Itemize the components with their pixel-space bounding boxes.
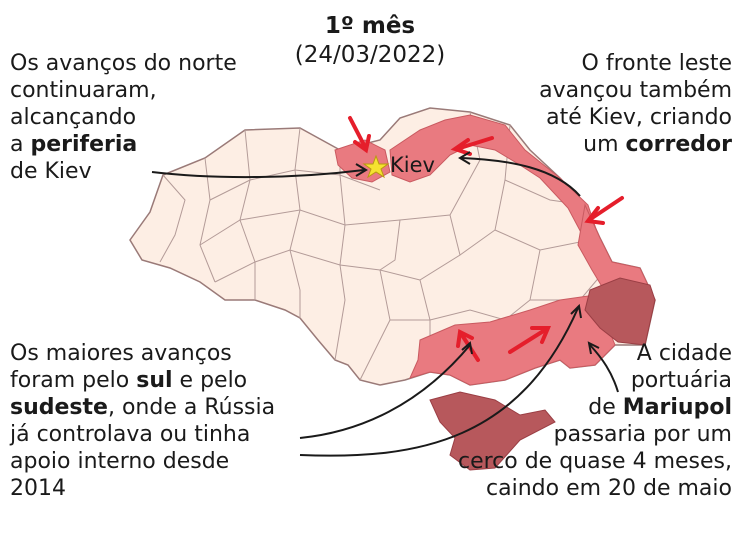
annotation-mariupol-line: cerco de quase 4 meses,: [457, 449, 732, 474]
annotation-mariupol-line: passaria por um: [553, 422, 732, 447]
arrow-east-front: [584, 196, 624, 225]
annotation-mariupol-line: portuária: [630, 368, 732, 393]
annotation-east-line: avançou também: [539, 78, 732, 103]
leader-east: [461, 157, 581, 197]
annotation-south: Os maiores avanços foram pelo sul e pelo…: [10, 340, 275, 502]
annotation-east: O fronte leste avançou também até Kiev, …: [539, 50, 732, 158]
annotation-north-line: alcançando: [10, 105, 137, 130]
leader-north: [151, 169, 365, 179]
arrow-north-kiev: [348, 116, 371, 154]
annotation-south-line: já controlava ou tinha: [10, 422, 251, 447]
annotation-north-line: de Kiev: [10, 159, 92, 184]
annotation-mariupol-line: de Mariupol: [588, 395, 732, 420]
leader-mariupol: [589, 344, 619, 393]
crimea: [429, 391, 556, 471]
annotation-mariupol: A cidade portuária de Mariupol passaria …: [458, 340, 732, 502]
annotation-south-line: apoio interno desde: [10, 449, 230, 474]
leader-south-1: [299, 344, 471, 439]
emphasis-mariupol: Mariupol: [622, 395, 732, 420]
annotation-south-line: 2014: [10, 476, 66, 501]
annotation-east-line: um corredor: [583, 132, 733, 157]
title-line-2: (24/03/2022): [294, 42, 446, 68]
annotation-mariupol-line: A cidade: [636, 341, 732, 366]
annotation-south-line: Os maiores avanços: [10, 341, 232, 366]
leader-mariupol-head: [587, 341, 600, 355]
arrow-south-2: [508, 326, 552, 354]
title-line-1: 1º mês: [324, 13, 416, 39]
annotation-south-line: foram pelo sul e pelo: [10, 368, 248, 393]
emphasis-sudeste: sudeste: [10, 395, 108, 420]
advance-arrows: [348, 116, 624, 362]
leader-lines: [151, 151, 619, 457]
leader-north-head: [355, 163, 368, 177]
star-icon: [362, 154, 390, 179]
annotation-north-line: a periferia: [10, 132, 138, 157]
annotation-north-line: continuaram,: [10, 78, 157, 103]
annotation-south-line: sudeste, onde a Rússia: [10, 395, 276, 420]
arrow-east-kiev: [450, 136, 494, 156]
emphasis-periferia: periferia: [30, 132, 138, 157]
leader-south-2-head: [570, 303, 582, 319]
leader-south-2: [299, 307, 579, 457]
leader-south-1-head: [461, 341, 473, 355]
annotation-north: Os avanços do norte continuaram, alcança…: [10, 50, 237, 185]
emphasis-corredor: corredor: [625, 132, 733, 157]
city-label-kiev: Kiev: [390, 153, 435, 177]
annotation-east-line: O fronte leste: [581, 51, 732, 76]
emphasis-sul: sul: [136, 368, 173, 393]
annotation-mariupol-line: caindo em 20 de maio: [486, 476, 732, 501]
annotation-north-line: Os avanços do norte: [10, 51, 237, 76]
leader-east-head: [458, 151, 471, 165]
annotation-east-line: até Kiev, criando: [546, 105, 732, 130]
controlled-since-2014: [429, 277, 656, 471]
map-title: 1º mês (24/03/2022): [270, 12, 470, 70]
